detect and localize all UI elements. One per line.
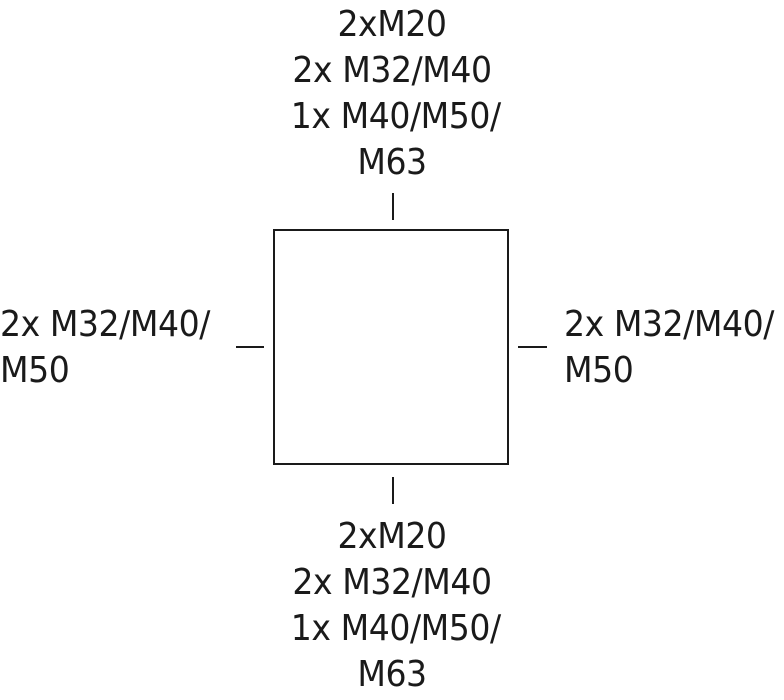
left-entry-label: 2x M32/M40/ M50 — [0, 302, 210, 394]
right-entry-label: 2x M32/M40/ M50 — [564, 302, 774, 394]
bottom-entry-label: 2xM20 2x M32/M40 1x M40/M50/ M63 — [290, 514, 501, 698]
left-entry-marker — [236, 346, 264, 348]
right-entry-marker — [518, 346, 547, 348]
top-entry-line: 1x M40/M50/ — [290, 96, 501, 137]
bottom-entry-line: M63 — [357, 654, 427, 695]
top-entry-line: M63 — [357, 142, 427, 183]
right-entry-line: M50 — [564, 350, 634, 391]
bottom-entry-marker — [392, 477, 394, 504]
top-entry-line: 2xM20 — [337, 4, 447, 45]
top-entry-label: 2xM20 2x M32/M40 1x M40/M50/ M63 — [290, 2, 501, 186]
bottom-entry-line: 1x M40/M50/ — [290, 608, 501, 649]
left-entry-line: 2x M32/M40/ — [0, 304, 210, 345]
bottom-entry-line: 2xM20 — [337, 516, 447, 557]
top-entry-line: 2x M32/M40 — [292, 50, 492, 91]
bottom-entry-line: 2x M32/M40 — [292, 562, 492, 603]
left-entry-line: M50 — [0, 350, 70, 391]
top-entry-marker — [392, 193, 394, 220]
right-entry-line: 2x M32/M40/ — [564, 304, 774, 345]
enclosure-box — [273, 229, 509, 465]
